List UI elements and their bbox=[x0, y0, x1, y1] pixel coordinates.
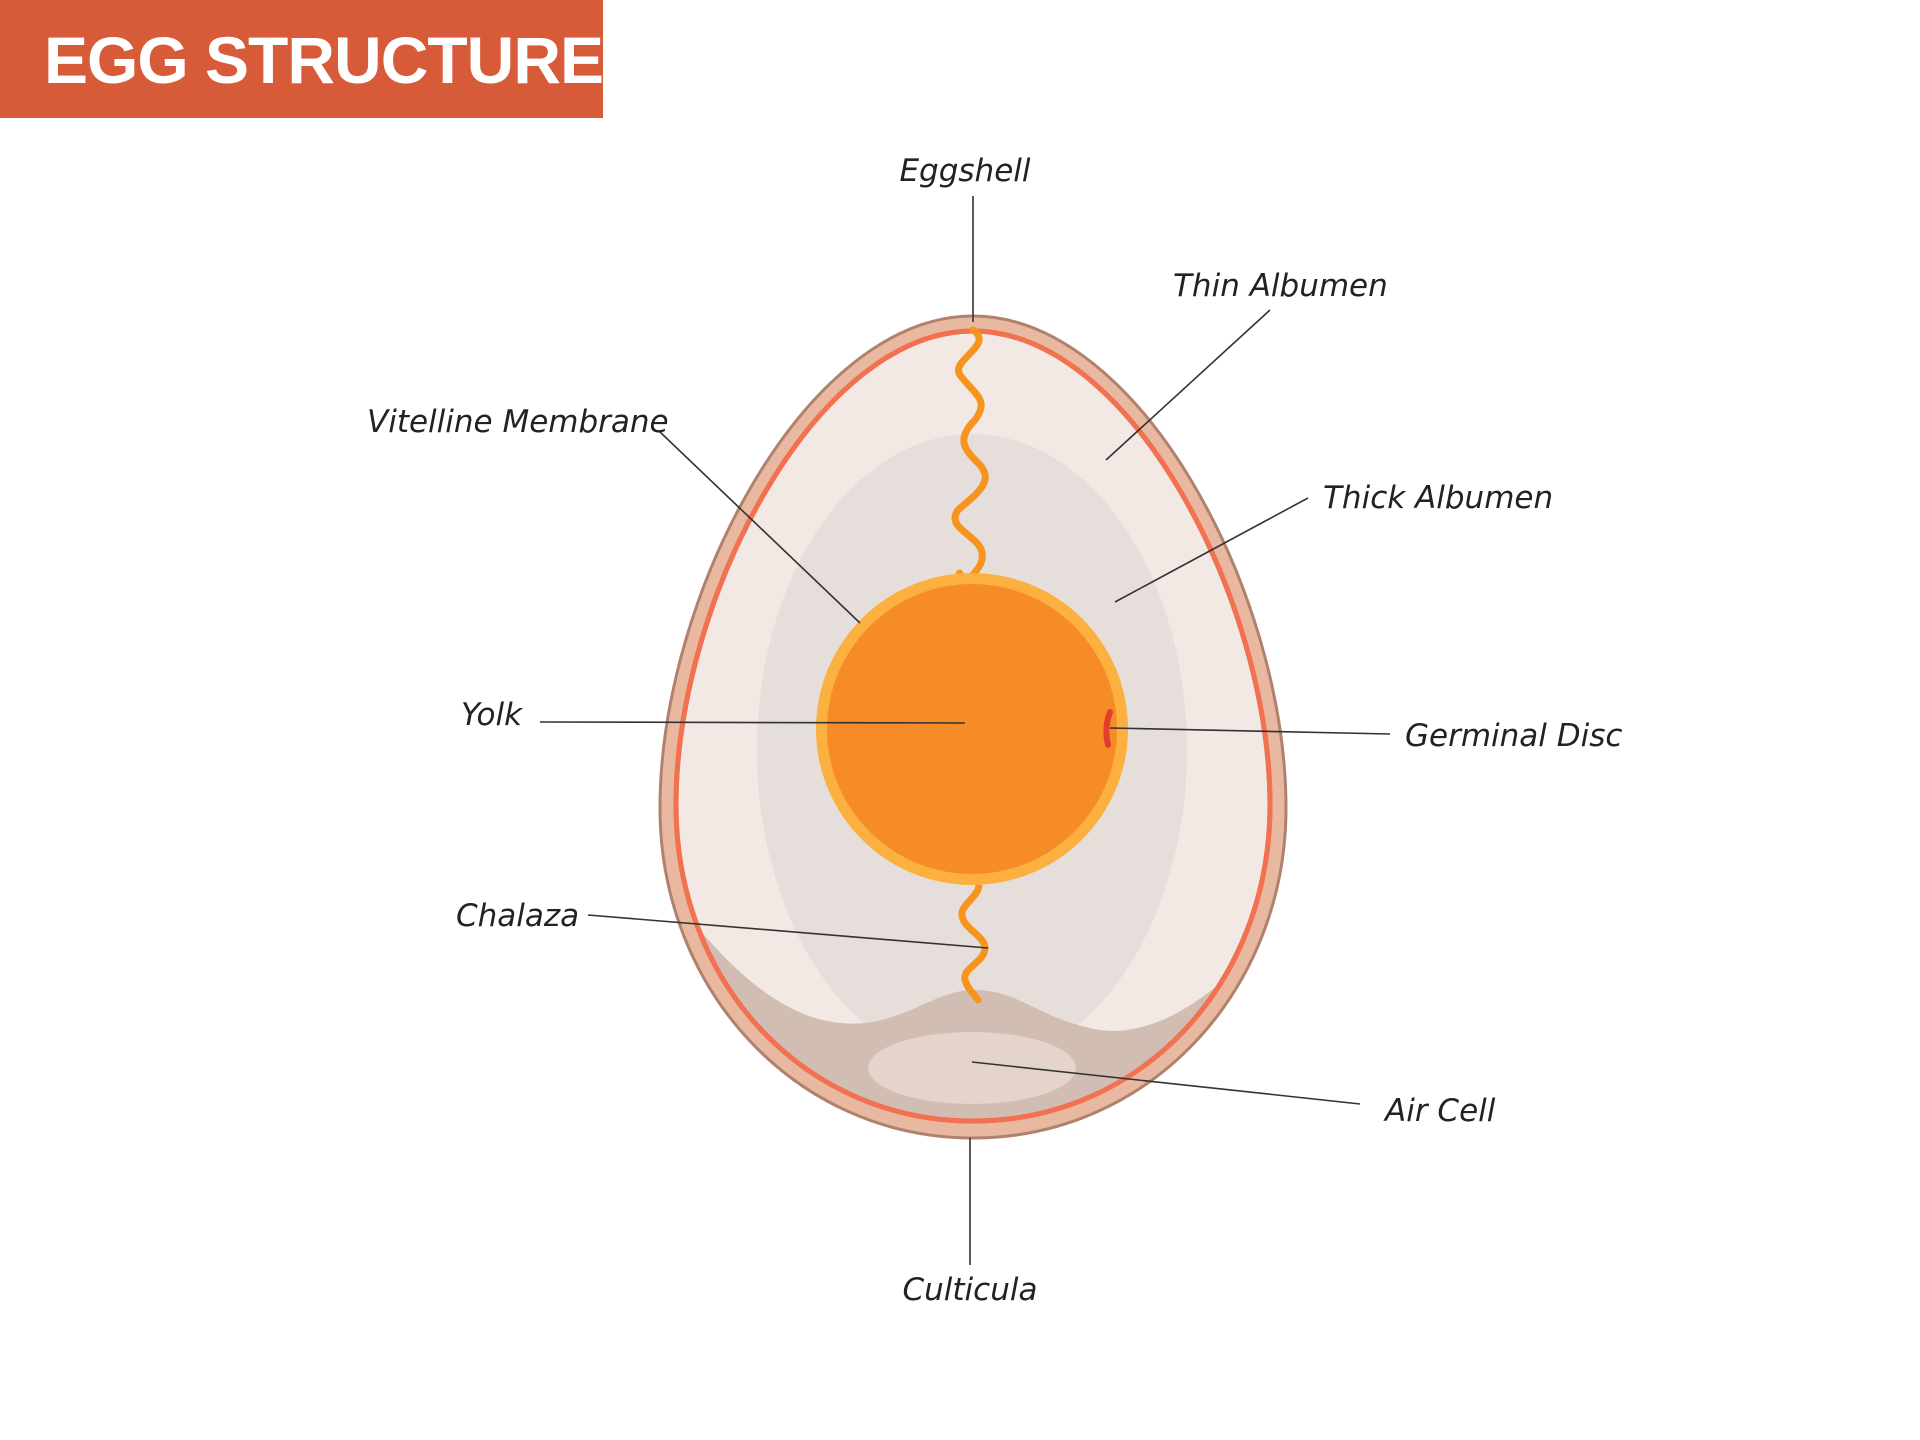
thick-albumen-label: Thick Albumen bbox=[1323, 480, 1553, 516]
air-cell-leader bbox=[971, 1061, 1361, 1105]
chalaza-leader bbox=[587, 914, 989, 949]
air-cell-shape bbox=[868, 1032, 1076, 1104]
germinal-disc-label: Germinal Disc bbox=[1405, 718, 1622, 754]
thin-albumen-leader bbox=[1105, 309, 1271, 461]
germinal-disc-leader bbox=[1109, 727, 1391, 735]
yolk-leader bbox=[539, 721, 966, 724]
eggshell-label: Eggshell bbox=[899, 153, 1030, 189]
air-space-region bbox=[676, 905, 1270, 1121]
yolk-shape bbox=[827, 584, 1117, 874]
vitelline-membrane-label: Vitelline Membrane bbox=[367, 404, 669, 440]
germinal-disc-shape bbox=[1103, 709, 1113, 748]
air-cell-label: Air Cell bbox=[1383, 1093, 1496, 1129]
title-banner: EGG STRUCTURE bbox=[0, 0, 604, 118]
inner-membrane-line bbox=[673, 328, 1273, 1124]
thin-albumen-label: Thin Albumen bbox=[1173, 268, 1388, 304]
vitelline-membrane-leader bbox=[659, 431, 861, 624]
yolk-label: Yolk bbox=[461, 697, 523, 733]
thick-albumen-leader bbox=[1114, 497, 1309, 603]
chalaza-label: Chalaza bbox=[456, 898, 579, 934]
culticula-label: Culticula bbox=[903, 1272, 1038, 1308]
diagram-title: EGG STRUCTURE bbox=[44, 23, 604, 97]
